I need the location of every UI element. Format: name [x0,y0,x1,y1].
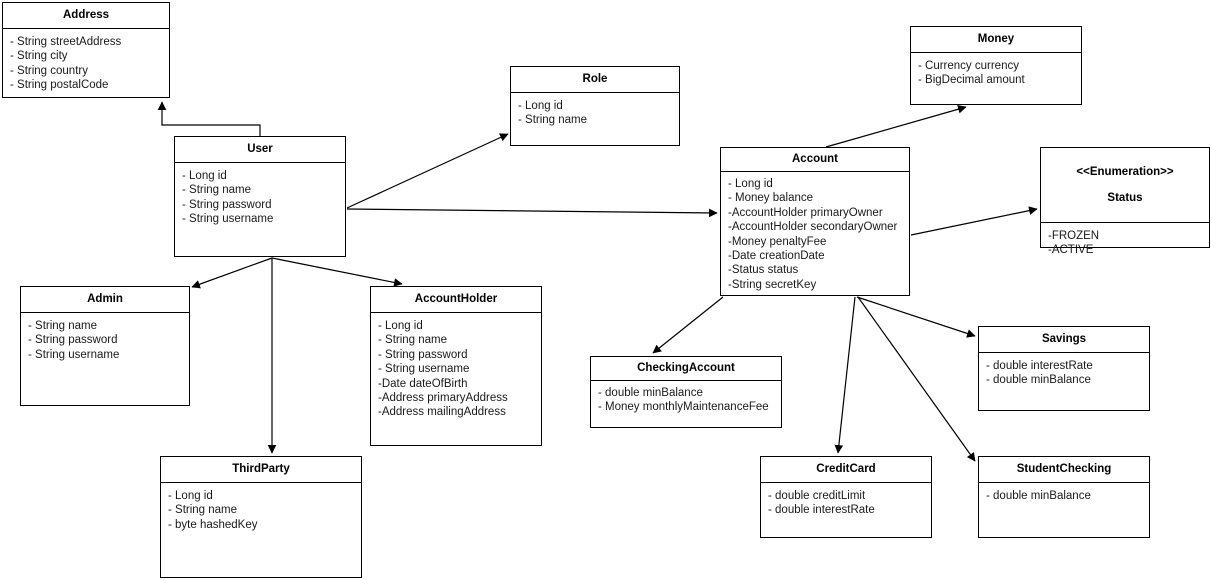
class-box-thirdparty[interactable]: ThirdParty - Long id - String name - byt… [160,456,362,578]
class-attributes-savings: - double interestRate - double minBalanc… [979,353,1149,410]
attribute: - String password [182,198,272,211]
attribute: - String password [28,334,118,347]
attribute: - String name [378,334,448,347]
class-name-status: <<Enumeration>> Status [1041,148,1209,223]
attribute: - String streetAddress [10,36,122,48]
attribute: - double minBalance [986,490,1091,502]
attribute: - String name [518,114,588,127]
attribute: -Address primaryAddress [378,392,508,405]
attribute: - double interestRate [768,504,875,517]
attribute: - Long id [182,170,227,182]
edge-user-to-role [346,133,509,209]
class-box-accountholder[interactable]: AccountHolder - Long id - String name - … [370,286,542,446]
attribute: -Date creationDate [728,250,825,263]
class-box-checkingaccount[interactable]: CheckingAccount - double minBalance - Mo… [590,356,782,428]
attribute: - byte hashedKey [168,518,258,531]
class-attributes-account: - Long id - Money balance -AccountHolder… [721,172,909,296]
attribute: - Money balance [728,192,814,205]
class-attributes-admin: - String name - String password - String… [21,313,189,405]
class-attributes-status: -FROZEN -ACTIVE [1041,223,1209,262]
attribute: -Money penaltyFee [728,235,827,248]
edge-account-to-status [910,206,1038,236]
class-name-checkingaccount: CheckingAccount [591,357,781,381]
attribute: - String name [28,320,98,332]
class-attributes-money: - Currency currency - BigDecimal amount [911,53,1081,104]
attribute: -FROZEN [1048,230,1100,242]
attribute: - BigDecimal amount [918,74,1025,87]
attribute: - String username [182,213,274,226]
attribute: - String password [378,348,468,361]
edge-user-to-address [157,101,261,136]
edge-account-to-studentchecking [857,296,976,462]
attribute: - String country [10,64,88,77]
class-box-account[interactable]: Account - Long id - Money balance -Accou… [720,147,910,296]
class-box-money[interactable]: Money - Currency currency - BigDecimal a… [910,26,1082,105]
class-attributes-studentchecking: - double minBalance [979,483,1149,537]
class-attributes-checkingaccount: - double minBalance - Money monthlyMaint… [591,381,781,427]
edge-account-to-savings [856,296,976,338]
class-attributes-role: - Long id - String name [511,93,679,145]
class-name-user: User [175,137,345,163]
attribute: - String username [28,348,120,361]
class-box-role[interactable]: Role - Long id - String name [510,66,680,146]
attribute: - double creditLimit [768,490,866,502]
class-box-studentchecking[interactable]: StudentChecking - double minBalance [978,456,1150,538]
class-name-accountholder: AccountHolder [371,287,541,313]
class-name-savings: Savings [979,327,1149,353]
class-box-admin[interactable]: Admin - String name - String password - … [20,286,190,406]
class-attributes-user: - Long id - String name - String passwor… [175,163,345,256]
attribute: - double interestRate [986,360,1093,372]
class-title-status: Status [1107,192,1143,204]
edge-user-to-admin [191,257,273,289]
attribute: - Long id [728,178,773,190]
class-name-admin: Admin [21,287,189,313]
edge-account-to-checkingaccount [652,296,724,354]
attribute: - Currency currency [918,60,1019,72]
class-name-studentchecking: StudentChecking [979,457,1149,483]
attribute: -AccountHolder secondaryOwner [728,221,898,234]
attribute: - Long id [378,320,423,332]
class-box-savings[interactable]: Savings - double interestRate - double m… [978,326,1150,411]
class-name-account: Account [721,148,909,172]
attribute: - String postalCode [10,79,109,92]
class-box-user[interactable]: User - Long id - String name - String pa… [174,136,346,257]
attribute: - String city [10,50,68,63]
edge-account-to-creditcard [834,296,856,454]
attribute: - String username [378,363,470,376]
attribute: -ACTIVE [1048,244,1094,257]
edge-user-to-accountholder [271,257,403,287]
class-box-creditcard[interactable]: CreditCard - double creditLimit - double… [760,456,932,538]
attribute: - Money monthlyMaintenanceFee [598,401,769,414]
attribute: - double minBalance [598,387,703,399]
class-box-status[interactable]: <<Enumeration>> Status -FROZEN -ACTIVE [1040,147,1210,256]
class-name-thirdparty: ThirdParty [161,457,361,483]
attribute: -Status status [728,264,799,277]
class-stereotype-status: <<Enumeration>> [1076,166,1174,178]
class-name-creditcard: CreditCard [761,457,931,483]
attribute: -Address mailingAddress [378,406,506,419]
attribute: - String name [182,184,252,197]
edge-user-to-account [346,208,718,218]
edge-account-to-money [825,105,967,148]
class-attributes-accountholder: - Long id - String name - String passwor… [371,313,541,445]
class-name-address: Address [3,3,169,29]
class-box-address[interactable]: Address - String streetAddress - String … [2,2,170,98]
attribute: - Long id [518,100,563,112]
attribute: - double minBalance [986,374,1091,387]
class-attributes-thirdparty: - Long id - String name - byte hashedKey [161,483,361,577]
attribute: -AccountHolder primaryOwner [728,206,883,219]
attribute: - String name [168,504,238,517]
attribute: -String secretKey [728,278,817,291]
class-name-role: Role [511,67,679,93]
attribute: - Long id [168,490,213,502]
attribute: -Date dateOfBirth [378,377,468,390]
class-name-money: Money [911,27,1081,53]
class-attributes-address: - String streetAddress - String city - S… [3,29,169,97]
class-attributes-creditcard: - double creditLimit - double interestRa… [761,483,931,537]
